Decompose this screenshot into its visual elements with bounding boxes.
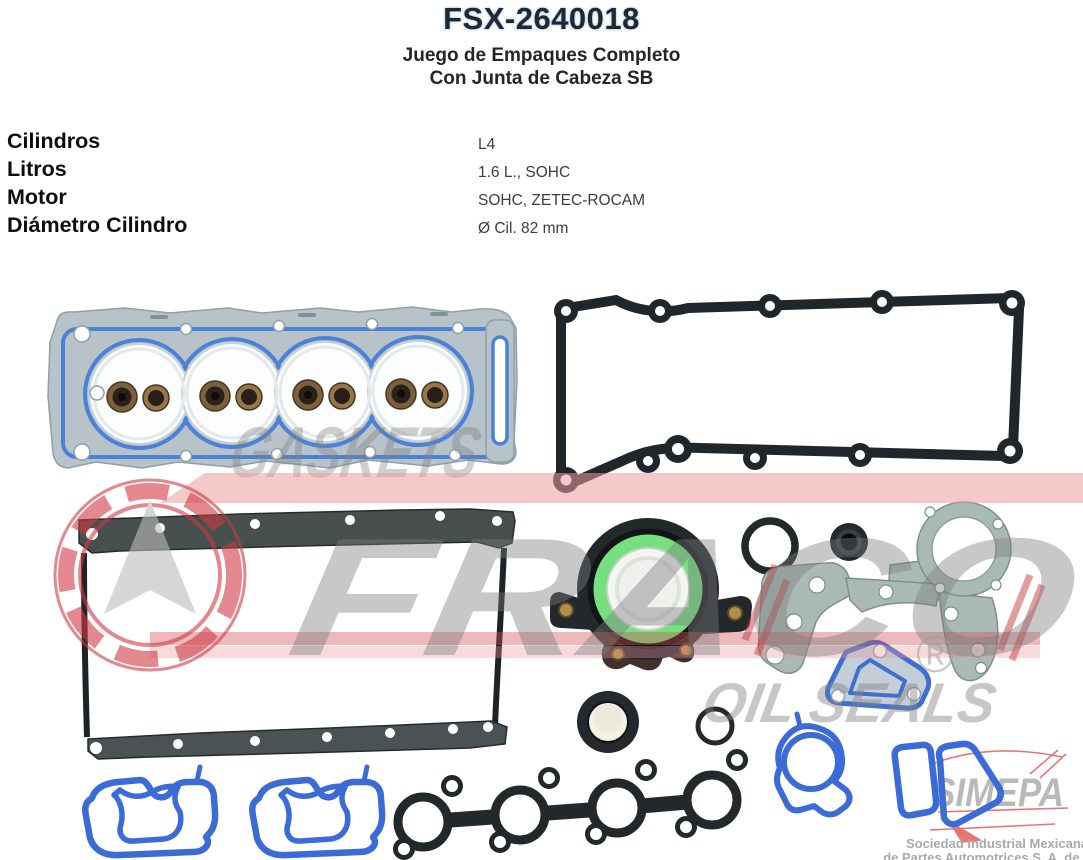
oil-seals-watermark-text: OIL SEALS xyxy=(698,671,1001,734)
spec-label-motor: Motor xyxy=(7,185,67,209)
front-cover-gasket-image xyxy=(757,501,1012,682)
water-outlet-gasket-image xyxy=(774,711,853,818)
intake-manifold-gaskets-image xyxy=(82,767,382,855)
subtitle-line1: Juego de Empaques Completo xyxy=(402,45,681,66)
small-o-ring-image xyxy=(695,706,735,746)
gasket-set-photo: SIMEPA Sociedad Industrial Mexicana de P… xyxy=(47,290,1083,860)
subtitle-line2: Con Junta de Cabeza SB xyxy=(429,68,654,89)
spec-value-motor: SOHC, ZETEC-ROCAM xyxy=(478,192,646,209)
spec-value-diametro: Ø Cil. 82 mm xyxy=(478,220,569,237)
spec-value-litros: 1.6 L., SOHC xyxy=(478,164,571,181)
cylinder-bores xyxy=(88,340,469,445)
fraco-watermark-text: FRACO xyxy=(279,503,1083,691)
spec-label-litros: Litros xyxy=(7,157,67,181)
spec-value-cilindros: L4 xyxy=(478,136,496,153)
product-code: FSX-2640018 xyxy=(443,1,640,36)
registered-trademark-symbol: ® xyxy=(916,626,954,684)
valve-cover-gasket-image xyxy=(553,290,1025,493)
spec-label-cilindros: Cilindros xyxy=(7,129,101,153)
pink-stripe-band xyxy=(160,473,1083,503)
auxiliary-seal-image xyxy=(577,691,639,753)
head-gasket-image xyxy=(47,306,518,469)
seal-bolt-inserts xyxy=(558,602,743,661)
spec-label-diametro: Diámetro Cilindro xyxy=(7,213,188,237)
oil-pan-gasket-image xyxy=(78,508,516,760)
oil-pump-gasket-image xyxy=(891,740,1004,828)
simepa-address-line1: Sociedad Industrial Mexicana xyxy=(906,836,1083,851)
fraco-logo-ring xyxy=(53,478,247,672)
simepa-address-line2: de Partes Automotrices S. A. de C. V. xyxy=(883,850,1083,860)
product-subtitle: Juego de Empaques Completo Con Junta de … xyxy=(0,44,1083,90)
valve-stem-seals xyxy=(106,378,449,413)
fraco-star xyxy=(104,500,196,614)
spec-values: L4 1.6 L., SOHC SOHC, ZETEC-ROCAM Ø Cil.… xyxy=(478,131,645,243)
spec-labels: Cilindros Litros Motor Diámetro Cilindro xyxy=(7,127,187,239)
thermostat-gasket-image xyxy=(825,639,932,711)
camshaft-seal-image xyxy=(830,523,868,561)
exhaust-manifold-gasket-image xyxy=(393,749,748,860)
rear-main-seal-image xyxy=(550,518,752,671)
fraco-watermark: GASKETS FRACO OIL SEALS ® xyxy=(53,412,1083,734)
